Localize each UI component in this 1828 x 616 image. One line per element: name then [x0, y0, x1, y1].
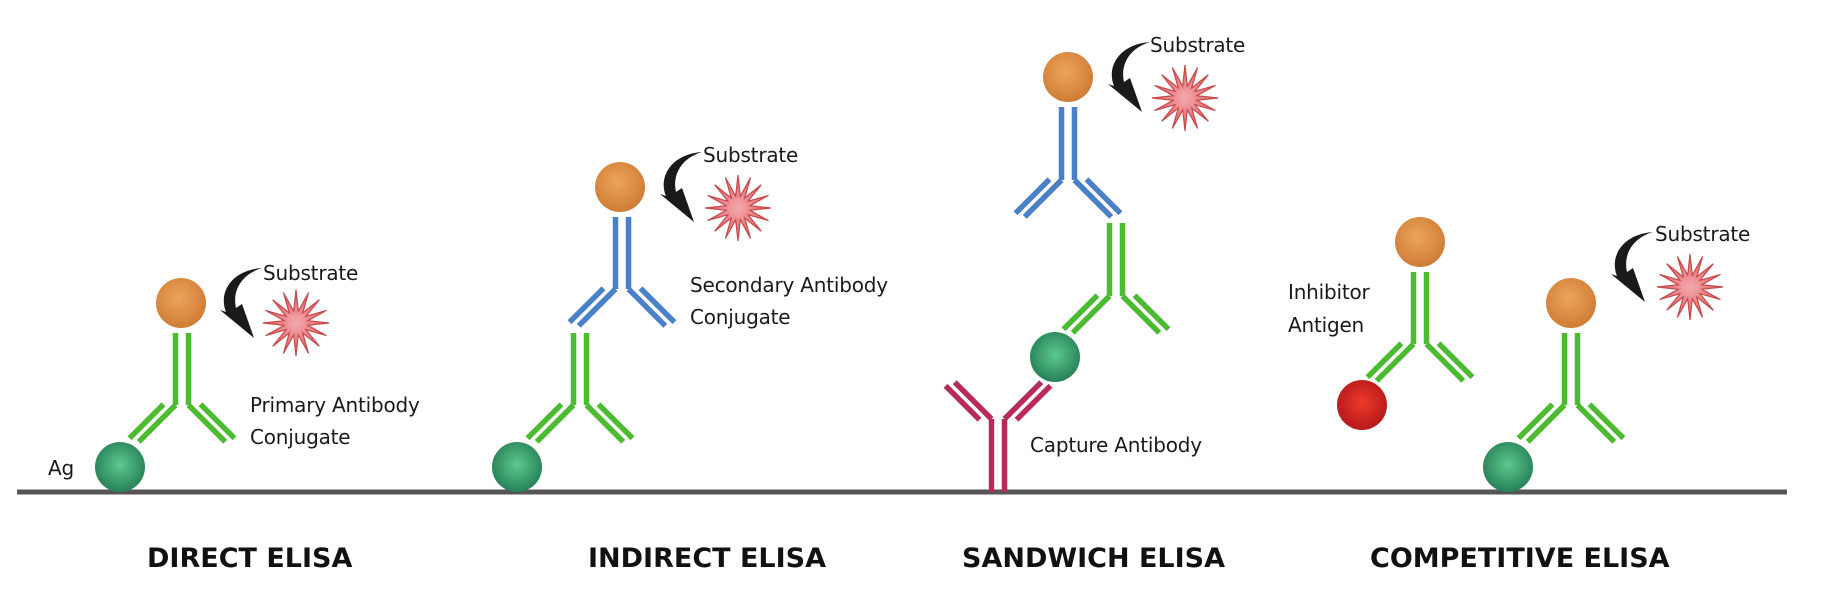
indirect-primary-antibody-light-chain-right [596, 402, 635, 441]
competitive-substrate-label: Substrate [1655, 222, 1751, 246]
direct-primary-antibody-conjugate-arm-right-inner [186, 403, 228, 444]
indirect-primary-antibody [525, 333, 635, 444]
indirect-enzyme [595, 162, 645, 212]
indirect-antigen [492, 442, 542, 492]
sandwich-capture-antibody-light-chain-left [943, 383, 982, 422]
competitive-antigen [1483, 442, 1533, 492]
sandwich-secondary-antibody [1013, 107, 1123, 219]
direct-elisa-title: DIRECT ELISA [147, 543, 353, 574]
direct-substrate-label: Substrate [263, 261, 359, 285]
competitive-bound-antibody-light-chain-left [1516, 402, 1555, 441]
sandwich-detection-antibody-arm-right-inner [1120, 294, 1162, 335]
sandwich-arrow-icon [1108, 42, 1150, 112]
indirect-secondary-antibody-light-chain-right [638, 286, 677, 325]
indirect-primary-antibody-arm-right-inner [584, 403, 626, 444]
indirect-substrate-product [704, 174, 772, 242]
direct-arrow-icon [220, 268, 262, 338]
sandwich-secondary-antibody-light-chain-right [1084, 177, 1123, 216]
competitive-inhibitor-enzyme [1395, 217, 1445, 267]
sandwich-capture-antibody-light-chain-right [1014, 383, 1053, 422]
competitive-inhibitor-antibody [1365, 272, 1475, 383]
indirect-arrow-icon [660, 152, 702, 222]
competitive-arrow-icon [1611, 232, 1653, 302]
sandwich-substrate-label: Substrate [1150, 33, 1246, 57]
indirect-secondary-antibody-arm-right-inner [626, 287, 668, 328]
direct-substrate-product [262, 289, 330, 357]
sandwich-elisa-title: SANDWICH ELISA [962, 543, 1226, 574]
indirect-elisa-title: INDIRECT ELISA [588, 543, 827, 574]
sandwich-capture-antibody [943, 380, 1053, 492]
indirect-secondary-antibody [567, 217, 677, 328]
indirect-conjugate-label-line1: Secondary Antibody [690, 273, 888, 297]
indirect-conjugate-label-line2: Conjugate [690, 305, 791, 329]
competitive-elisa-title: COMPETITIVE ELISA [1370, 543, 1670, 574]
competitive-inhibitor-antibody-light-chain-right [1436, 341, 1475, 380]
sandwich-capture-antibody-arm-left-inner [952, 380, 994, 421]
competitive-enzyme [1546, 278, 1596, 328]
indirect-secondary-antibody-light-chain-left [567, 286, 606, 325]
indirect-substrate-label: Substrate [703, 143, 799, 167]
sandwich-detection-antibody [1061, 223, 1171, 335]
competitive-bound-antibody-light-chain-right [1587, 402, 1626, 441]
inhibitor-antigen-label-line1: Inhibitor [1288, 280, 1370, 304]
competitive-inhibitor-antibody-arm-right-inner [1424, 342, 1466, 383]
competitive-bound-antibody-arm-left-inner [1525, 403, 1567, 444]
sandwich-enzyme [1043, 52, 1093, 102]
direct-enzyme [156, 278, 206, 328]
direct-primary-antibody-conjugate-light-chain-right [198, 402, 237, 441]
competitive-inhibitor-antibody-arm-left-inner [1374, 342, 1416, 383]
competitive-inhibitor-antibody-light-chain-left [1365, 341, 1404, 380]
sandwich-detection-antibody-arm-left-inner [1070, 294, 1112, 335]
competitive-inhibitor-antigen [1337, 380, 1387, 430]
direct-conjugate-label-line1: Primary Antibody [250, 393, 420, 417]
direct-conjugate-label-line2: Conjugate [250, 425, 351, 449]
competitive-bound-antibody [1516, 333, 1626, 444]
sandwich-substrate-product [1151, 64, 1219, 132]
sandwich-secondary-antibody-light-chain-left [1013, 177, 1052, 216]
indirect-primary-antibody-arm-left-inner [534, 403, 576, 444]
direct-primary-antibody-conjugate-arm-left-inner [136, 403, 178, 444]
competitive-bound-antibody-arm-right-inner [1575, 403, 1617, 444]
direct-antigen-label: Ag [48, 456, 74, 480]
competitive-substrate-product [1656, 253, 1724, 321]
inhibitor-antigen-label-line2: Antigen [1288, 313, 1365, 337]
sandwich-capture-antibody-arm-right-inner [1002, 380, 1044, 421]
sandwich-secondary-antibody-arm-right-inner [1072, 178, 1114, 219]
sandwich-secondary-antibody-arm-left-inner [1022, 178, 1064, 219]
sandwich-detection-antibody-light-chain-right [1132, 293, 1171, 332]
indirect-primary-antibody-light-chain-left [525, 402, 564, 441]
capture-antibody-label: Capture Antibody [1030, 433, 1202, 457]
direct-primary-antibody-conjugate-light-chain-left [127, 402, 166, 441]
indirect-secondary-antibody-arm-left-inner [576, 287, 618, 328]
direct-antigen [95, 442, 145, 492]
sandwich-antigen [1030, 332, 1080, 382]
direct-primary-antibody-conjugate [127, 333, 237, 444]
sandwich-detection-antibody-light-chain-left [1061, 293, 1100, 332]
